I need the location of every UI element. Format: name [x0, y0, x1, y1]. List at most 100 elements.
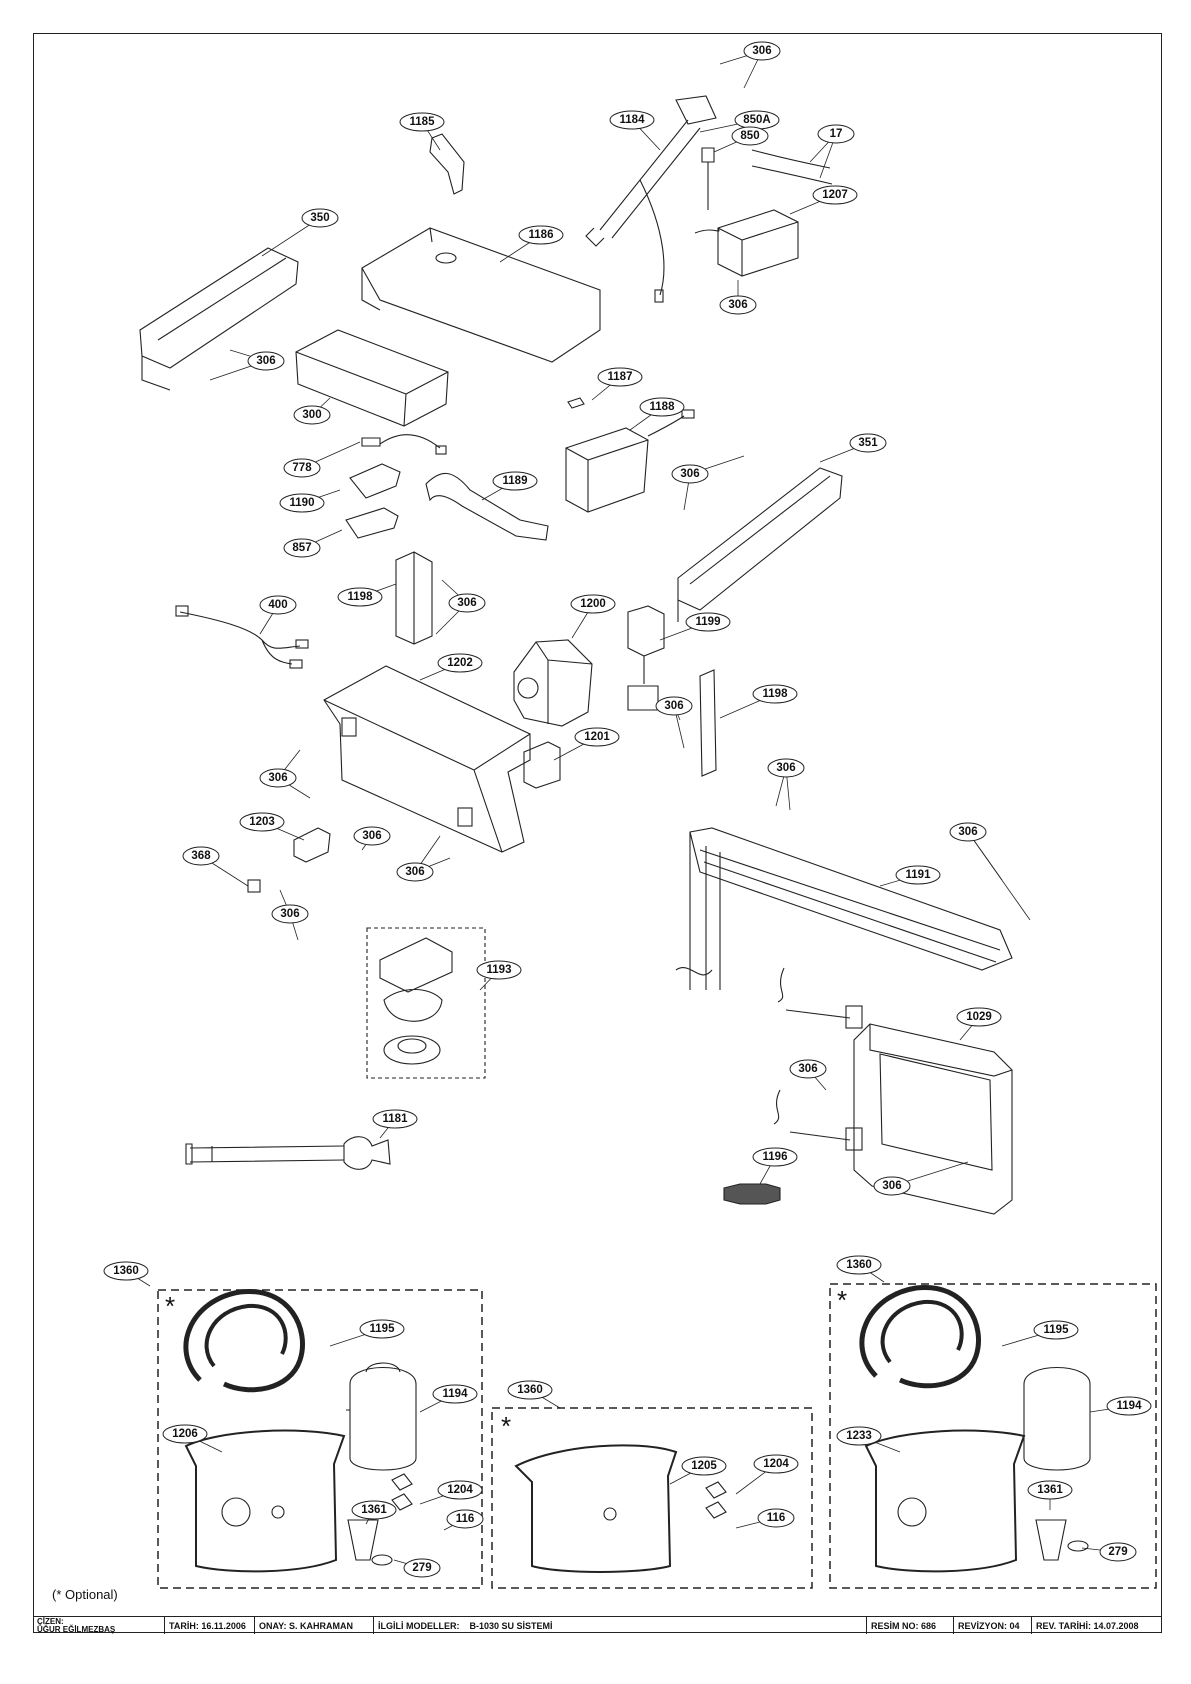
callout-bubble: [372, 1109, 418, 1129]
callout-1185: 1185: [399, 112, 445, 132]
callout-number: 1203: [249, 816, 275, 828]
callout-number: 1206: [172, 1428, 198, 1440]
callout-bubble: [182, 846, 220, 866]
callout-number: 1198: [348, 591, 374, 603]
callout-1361: 1361: [1027, 1480, 1073, 1500]
part-1201: [523, 741, 561, 789]
kit-box-3: [829, 1283, 1157, 1589]
callout-number: 857: [292, 542, 311, 554]
part-1185: [429, 133, 465, 195]
callout-number: 1029: [966, 1011, 992, 1023]
callout-bubble: [507, 1380, 553, 1400]
part-1188: [565, 427, 649, 513]
part-300: [295, 329, 449, 427]
callout-857: 857: [283, 538, 321, 558]
callout-number: 1189: [503, 475, 528, 487]
part-1196: [723, 1183, 781, 1205]
callout-number: 850A: [743, 114, 771, 126]
callout-1204: 1204: [437, 1480, 483, 1500]
callout-bubble: [752, 684, 798, 704]
part-1181: [185, 1143, 345, 1165]
callout-1189: 1189: [492, 471, 538, 491]
callout-number: 1181: [383, 1113, 409, 1125]
callout-bubble: [283, 458, 321, 478]
callout-bubble: [448, 593, 486, 613]
callout-bubble: [655, 696, 693, 716]
callout-number: 1360: [113, 1265, 139, 1277]
callout-number: 279: [412, 1562, 431, 1574]
callout-bubble: [731, 126, 769, 146]
callout-bubble: [681, 1456, 727, 1476]
callout-778: 778: [283, 458, 321, 478]
callout-306: 306: [448, 593, 486, 613]
callout-1204: 1204: [753, 1454, 799, 1474]
part-1184-wire: [639, 179, 665, 296]
callout-number: 1199: [696, 616, 721, 628]
callout-1233: 1233: [836, 1426, 882, 1446]
callout-300: 300: [293, 405, 331, 425]
callout-351: 351: [849, 433, 887, 453]
callout-number: 1194: [443, 1388, 469, 1400]
optional-mark-1: *: [165, 1291, 175, 1321]
callout-bubble: [239, 812, 285, 832]
callout-number: 306: [457, 597, 476, 609]
callout-bubble: [359, 1319, 405, 1339]
callout-bubble: [492, 471, 538, 491]
callout-number: 1360: [517, 1384, 543, 1396]
callout-bubble: [1106, 1396, 1152, 1416]
callout-bubble: [789, 1059, 827, 1079]
revision-date-cell: REV. TARİHİ: 14.07.2008: [1036, 1620, 1139, 1631]
callout-bubble: [949, 822, 987, 842]
sheet-no-cell: RESİM NO: 686: [867, 1617, 954, 1634]
approved-cell: ONAY: S. KAHRAMAN: [255, 1617, 374, 1634]
callout-bubble: [518, 225, 564, 245]
part-1189: [425, 472, 549, 541]
callout-bubble: [337, 587, 383, 607]
drawn-by-label: ÇİZEN:: [37, 1616, 64, 1626]
callout-number: 1196: [763, 1151, 788, 1163]
callout-1195: 1195: [359, 1319, 405, 1339]
part-368: [247, 879, 261, 893]
callout-number: 1193: [487, 964, 512, 976]
callout-number: 1204: [763, 1458, 789, 1470]
part-1198: [395, 551, 433, 645]
callout-bubble: [353, 826, 391, 846]
callout-number: 1186: [529, 229, 554, 241]
optional-mark-2: *: [501, 1411, 511, 1441]
callout-1186: 1186: [518, 225, 564, 245]
callout-number: 1188: [650, 401, 676, 413]
callout-bubble: [1033, 1320, 1079, 1340]
callout-number: 306: [752, 45, 771, 57]
drawn-by-cell: ÇİZEN: ÜĞUR EĞİLMEZBAŞ: [33, 1617, 165, 1634]
callout-number: 1198: [763, 688, 789, 700]
callout-306: 306: [353, 826, 391, 846]
part-350: [139, 247, 299, 391]
callout-1200: 1200: [570, 594, 616, 614]
callout-bubble: [351, 1500, 397, 1520]
callout-116: 116: [757, 1508, 795, 1528]
callout-number: 1361: [1037, 1484, 1063, 1496]
callout-1206: 1206: [162, 1424, 208, 1444]
callout-number: 1204: [447, 1484, 473, 1496]
callout-1181: 1181: [372, 1109, 418, 1129]
part-850: [701, 147, 715, 210]
callout-number: 306: [256, 355, 275, 367]
part-1184: [585, 95, 717, 247]
callout-306: 306: [743, 41, 781, 61]
callout-1360: 1360: [507, 1380, 553, 1400]
callout-1194: 1194: [432, 1384, 478, 1404]
callout-bubble: [836, 1426, 882, 1446]
callout-1184: 1184: [609, 110, 655, 130]
callout-bubble: [432, 1384, 478, 1404]
callout-bubble: [836, 1255, 882, 1275]
callout-368: 368: [182, 846, 220, 866]
callout-number: 279: [1108, 1546, 1127, 1558]
callout-bubble: [753, 1454, 799, 1474]
callout-bubble: [259, 595, 297, 615]
part-1202: [323, 665, 531, 853]
optional-marks: * * *: [165, 1285, 847, 1441]
callout-bubble: [639, 397, 685, 417]
callout-1203: 1203: [239, 812, 285, 832]
